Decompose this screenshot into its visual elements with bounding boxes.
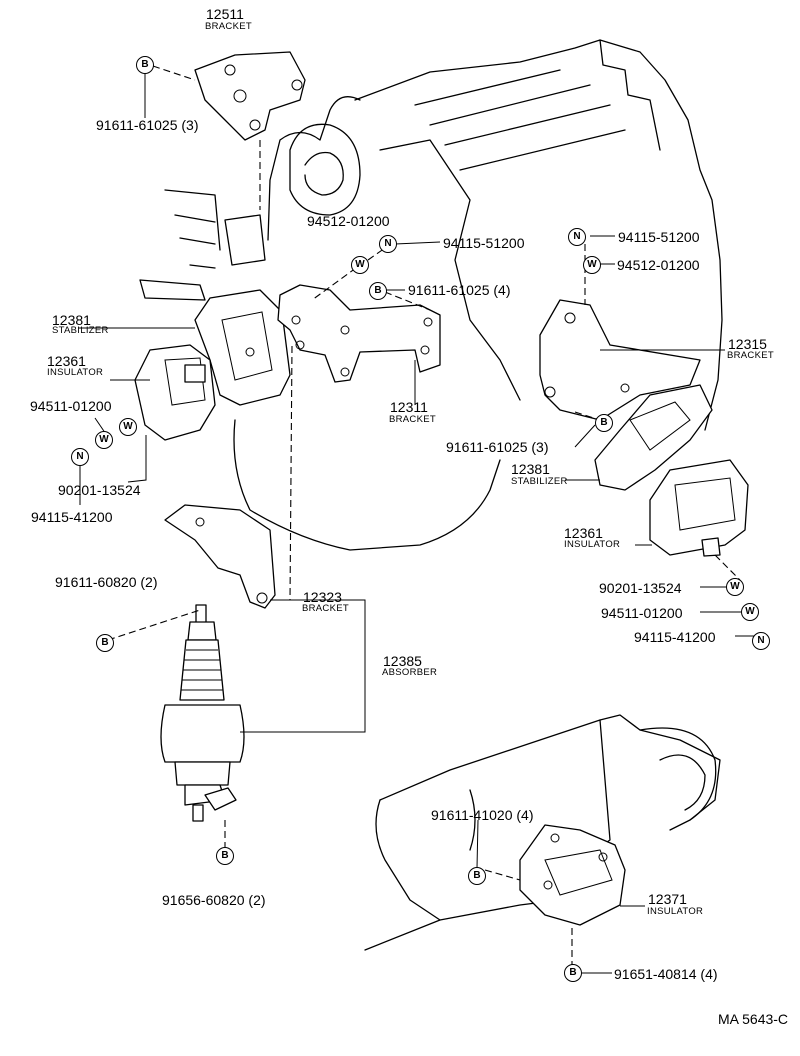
fastener-label: 94115-51200	[443, 235, 525, 251]
leader-lines	[78, 65, 755, 974]
fastener-label: 90201-13524	[599, 580, 682, 596]
fastener-label: 94115-51200	[618, 229, 700, 245]
fastener-label: 94115-41200	[31, 509, 113, 525]
engine-outline	[139, 39, 723, 551]
bolt-symbol-icon: B	[595, 414, 613, 432]
nut-symbol-icon: N	[752, 632, 770, 650]
washer-symbol-icon: W	[119, 418, 137, 436]
bolt-symbol-icon: B	[216, 847, 234, 865]
part-name-12361-left: INSULATOR	[47, 367, 104, 378]
part-name-12371: INSULATOR	[647, 906, 704, 917]
nut-symbol-icon: N	[568, 228, 586, 246]
part-name-12361-right: INSULATOR	[564, 539, 621, 550]
bracket-12511-shape	[194, 51, 306, 141]
part-name-12311: BRACKET	[389, 414, 436, 425]
part-name-12511: BRACKET	[205, 21, 252, 32]
fastener-label: 91611-60820 (2)	[55, 574, 158, 590]
fastener-label: 94511-01200	[30, 398, 112, 414]
part-name-12385: ABSORBER	[382, 667, 438, 678]
fastener-label: 91611-61025 (4)	[408, 282, 511, 298]
part-number-12323: 12323	[303, 589, 342, 605]
absorber-12385-shape	[160, 604, 245, 822]
bolt-symbol-icon: B	[564, 964, 582, 982]
washer-symbol-icon: W	[583, 256, 601, 274]
diagram-reference: MA 5643-C	[718, 1011, 789, 1027]
fastener-label: 94512-01200	[307, 213, 390, 229]
fastener-label: 91651-40814 (4)	[614, 966, 718, 982]
part-number-12381-right: 12381	[511, 461, 550, 477]
washer-symbol-icon: W	[95, 431, 113, 449]
bolt-symbol-icon: B	[96, 634, 114, 652]
part-name-12323: BRACKET	[302, 603, 349, 614]
fastener-label: 91656-60820 (2)	[162, 892, 266, 908]
fastener-label: 91611-61025 (3)	[446, 439, 549, 455]
nut-symbol-icon: N	[379, 235, 397, 253]
part-number-12311: 12311	[390, 399, 428, 415]
bolt-symbol-icon: B	[468, 867, 486, 885]
fastener-label: 94511-01200	[601, 605, 683, 621]
fastener-label: 94115-41200	[634, 629, 716, 645]
part-name-12315: BRACKET	[727, 350, 774, 361]
washer-symbol-icon: W	[741, 603, 759, 621]
fastener-label: 90201-13524	[58, 482, 141, 498]
left-mount-shape	[134, 289, 291, 441]
washer-symbol-icon: W	[351, 256, 369, 274]
part-number-12361-left: 12361	[47, 353, 86, 369]
nut-symbol-icon: N	[71, 448, 89, 466]
part-name-12381-right: STABILIZER	[511, 476, 568, 487]
part-number-12315: 12315	[728, 336, 767, 352]
part-number-12511: 12511	[206, 6, 244, 22]
part-number-12381-left: 12381	[52, 312, 91, 328]
part-number-12371: 12371	[648, 891, 687, 907]
part-name-12381-left: STABILIZER	[52, 325, 109, 336]
bolt-symbol-icon: B	[136, 56, 154, 74]
part-number-12385: 12385	[383, 653, 422, 669]
right-mount-shape	[594, 384, 749, 557]
bracket-12323-shape	[164, 504, 276, 609]
bracket-12311-shape	[277, 284, 441, 383]
fastener-label: 94512-01200	[617, 257, 700, 273]
bolt-symbol-icon: B	[369, 282, 387, 300]
washer-symbol-icon: W	[726, 578, 744, 596]
insulator-12371-shape	[519, 824, 626, 926]
fastener-label: 91611-41020 (4)	[431, 807, 534, 823]
part-number-12361-right: 12361	[564, 525, 603, 541]
fastener-label: 91611-61025 (3)	[96, 117, 199, 133]
